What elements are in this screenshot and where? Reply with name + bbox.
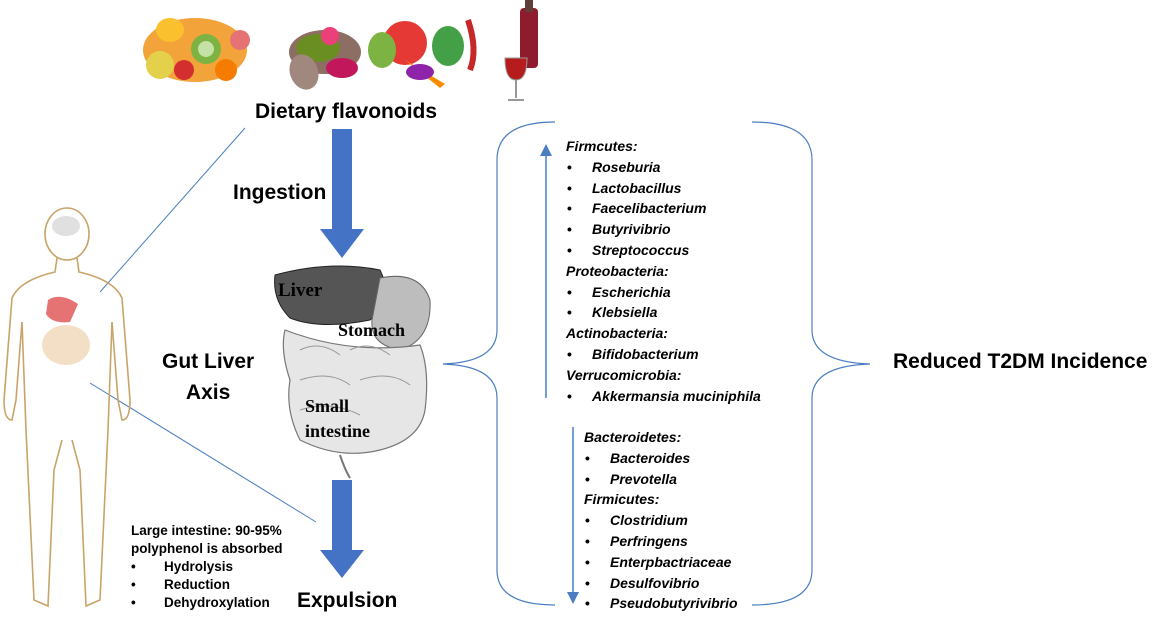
large-intestine-process-list: Hydrolysis Reduction Dehydroxylation — [131, 558, 283, 612]
vegetables-icon — [368, 19, 477, 88]
ingestion-label: Ingestion — [233, 181, 327, 204]
phylum-label: Bacteroidetes: — [584, 429, 682, 445]
gut-liver-axis-label: Gut Liver Axis — [162, 346, 254, 408]
large-intestine-heading-1: Large intestine: 90-95% — [131, 523, 282, 538]
genus-item: Clostridium — [584, 510, 738, 531]
large-intestine-heading-2: polyphenol is absorbed — [131, 541, 283, 556]
genus-item: Bacteroides — [584, 448, 738, 469]
expulsion-label: Expulsion — [297, 589, 398, 612]
reduced-t2dm-label: Reduced T2DM Incidence — [893, 350, 1148, 373]
organ-label-liver: Liver — [278, 280, 323, 301]
increased-bacteria-list: Firmcutes: Roseburia Lactobacillus Faece… — [566, 136, 761, 406]
genus-item: Escherichia — [566, 282, 761, 303]
dietary-flavonoids-label: Dietary flavonoids — [255, 100, 438, 123]
organ-label-intestine: intestine — [305, 421, 370, 441]
genus-item: Enterpbactriaceae — [584, 552, 738, 573]
process-item: Reduction — [131, 576, 283, 594]
human-body-icon — [3, 207, 131, 608]
gut-liver-axis-line1: Gut Liver — [162, 350, 255, 373]
phylum-label: Verrucomicrobia: — [566, 366, 682, 383]
process-item: Dehydroxylation — [131, 594, 283, 612]
decreased-bacteria-list: Bacteroidetes: Bacteroides Prevotella Fi… — [584, 427, 738, 614]
genus-item: Prevotella — [584, 469, 738, 490]
organ-label-stomach: Stomach — [338, 320, 405, 340]
phylum-label: Actinobacteria: — [566, 325, 668, 342]
genus-item: Perfringens — [584, 531, 738, 552]
connector-line-bottom — [89, 382, 317, 523]
digestive-organs-icon — [274, 265, 431, 479]
genus-item: Butyrivibrio — [566, 219, 761, 240]
phylum-label: Firmcutes: — [566, 138, 638, 154]
genus-item: Bifidobacterium — [566, 344, 761, 365]
genus-item: Akkermansia muciniphila — [566, 386, 761, 407]
genus-item: Streptococcus — [566, 240, 761, 261]
genus-item: Lactobacillus — [566, 178, 761, 199]
organ-label-small: Small — [305, 396, 349, 416]
genus-item: Pseudobutyrivibrio — [584, 593, 738, 614]
body-organs-icon — [42, 216, 90, 365]
phylum-label: Proteobacteria: — [566, 262, 669, 279]
connector-line-top — [99, 127, 246, 293]
large-intestine-note: Large intestine: 90-95% polyphenol is ab… — [131, 522, 283, 612]
wine-icon — [504, 0, 538, 101]
phylum-label: Firmicutes: — [584, 491, 660, 508]
genus-item: Desulfovibrio — [584, 573, 738, 594]
expulsion-arrow — [320, 480, 364, 578]
gut-liver-axis-line2: Axis — [185, 381, 231, 404]
fruit-basket-icon — [143, 18, 250, 82]
ingestion-arrow — [320, 129, 364, 258]
right-brace — [751, 121, 871, 606]
genus-item: Roseburia — [566, 157, 761, 178]
process-item: Hydrolysis — [131, 558, 283, 576]
genus-item: Faecelibacterium — [566, 198, 761, 219]
grains-beans-icon — [289, 27, 361, 90]
left-brace — [442, 121, 556, 606]
genus-item: Klebsiella — [566, 302, 761, 323]
